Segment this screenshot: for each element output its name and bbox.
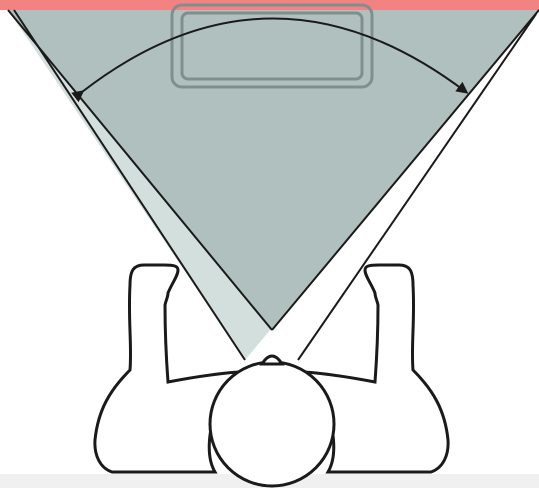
nose	[262, 356, 282, 364]
narrow-viewing-cone	[8, 10, 539, 330]
head	[210, 362, 334, 486]
